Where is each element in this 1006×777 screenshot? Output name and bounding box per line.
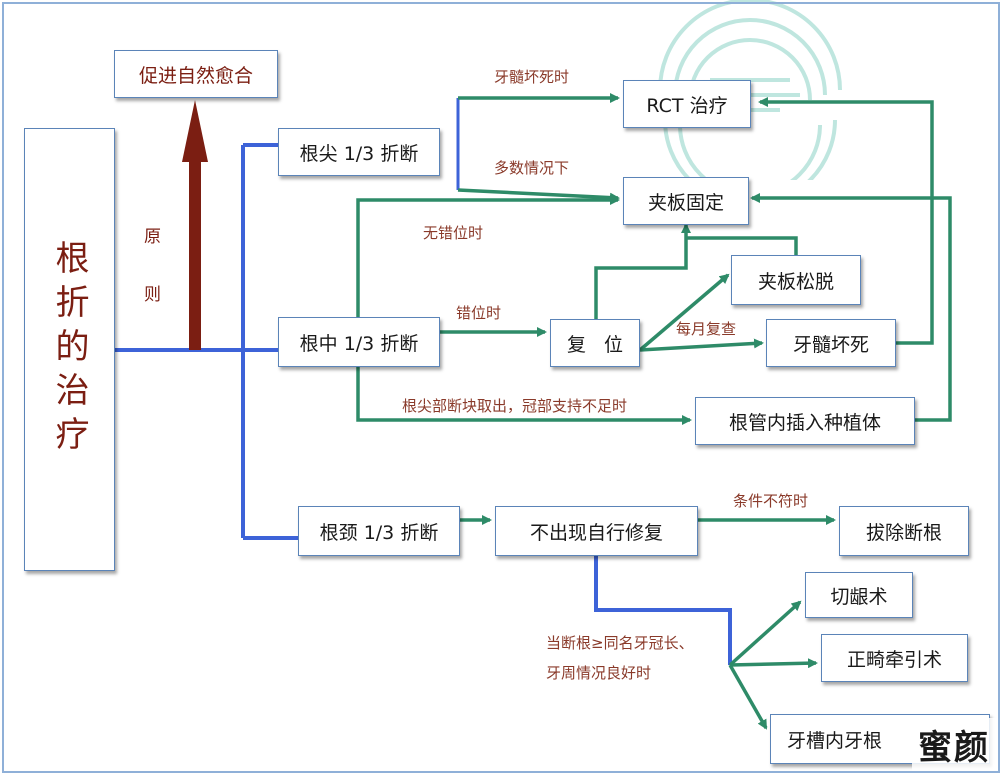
edge-implant-splint (750, 193, 952, 422)
node-gingivectomy: 切龈术 (805, 572, 913, 618)
label-monthly-review: 每月复查 (676, 320, 737, 338)
node-cervical-fracture: 根颈 1/3 折断 (298, 506, 460, 556)
edge-reposition-pulp (639, 338, 764, 352)
node-ortho-traction: 正畸牵引术 (821, 634, 968, 682)
edge-fork-gingivectomy (728, 600, 802, 667)
node-no-self-repair: 不出现自行修复 (495, 506, 698, 556)
trunk-lines (115, 98, 732, 665)
node-middle-fracture: 根中 1/3 折断 (278, 317, 440, 367)
goal-text: 促进自然愈合 (138, 64, 253, 87)
title-box: 根折的治疗 (24, 128, 115, 571)
edge-reposition-splint (594, 223, 691, 320)
label-most-cases: 多数情况下 (494, 159, 570, 177)
principle-label: 原则 (144, 227, 161, 305)
title-text: 根折的治疗 (49, 239, 89, 460)
label-root-length-condition: 当断根≥同名牙冠长、 (546, 634, 694, 652)
repair-to-fork (594, 555, 732, 665)
edge-middle-splint (356, 195, 620, 320)
node-rct: RCT 治疗 (623, 80, 751, 128)
label-no-displacement: 无错位时 (423, 224, 484, 242)
label-conditions-not-met: 条件不符时 (733, 492, 809, 510)
edge-reposition-loose (638, 273, 730, 352)
node-extract-root: 拔除断根 (839, 506, 969, 556)
goal-box: 促进自然愈合 (114, 50, 278, 98)
label-periodontal-condition: 牙周情况良好时 (546, 664, 652, 682)
node-implant: 根管内插入种植体 (695, 397, 915, 445)
node-apical-fracture: 根尖 1/3 折断 (278, 128, 440, 176)
label-pulp-necrosis-when: 牙髓坏死时 (494, 68, 570, 86)
green-connectors (356, 93, 952, 730)
node-splint-loose: 夹板松脱 (731, 255, 861, 305)
edge-loose-loop (686, 236, 798, 255)
edge-apical-splint (457, 188, 620, 203)
edge-middle-implant (356, 367, 692, 425)
watermark: 蜜颜 (912, 718, 996, 771)
principle-arrow (182, 100, 208, 350)
label-apical-removal: 根尖部断块取出，冠部支持不足时 (402, 397, 628, 415)
edge-pulp-rct (758, 97, 934, 345)
label-displacement: 错位时 (456, 304, 502, 322)
node-splint: 夹板固定 (623, 177, 749, 225)
node-pulp-necrosis: 牙髓坏死 (766, 319, 896, 367)
edge-fork-alveolar (728, 664, 768, 730)
edge-fork-ortho (729, 658, 818, 669)
node-reposition: 复 位 (550, 319, 640, 367)
